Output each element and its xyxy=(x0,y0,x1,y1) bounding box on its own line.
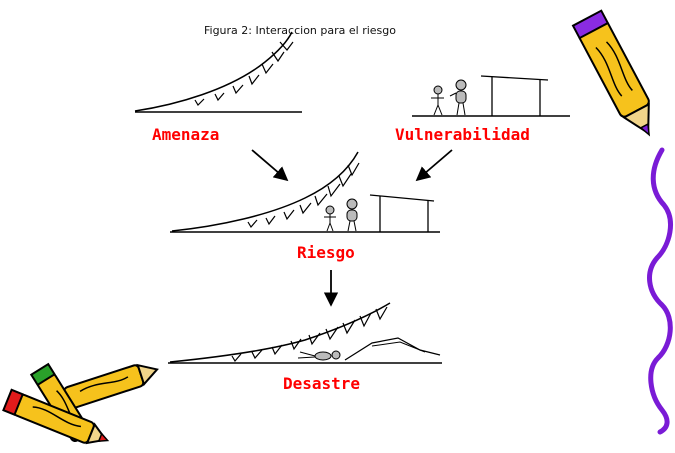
structure-icon xyxy=(369,194,435,232)
threat-wave-illustration xyxy=(134,31,302,113)
disaster-illustration xyxy=(168,302,442,364)
crayon-bundle-icon xyxy=(2,362,159,445)
person-icon xyxy=(431,85,444,116)
label-desastre: Desastre xyxy=(283,374,361,393)
wavy-border-icon xyxy=(647,147,673,435)
structure-icon xyxy=(480,75,549,116)
risk-illustration xyxy=(170,151,440,233)
arrow-vulnerability-to-risk xyxy=(415,149,453,182)
person-icon xyxy=(324,205,336,232)
figure-caption: Figura 2: Interaccion para el riesgo xyxy=(203,24,396,37)
label-amenaza: Amenaza xyxy=(152,125,220,144)
vulnerability-illustration xyxy=(412,75,570,117)
person-icon xyxy=(449,79,467,116)
yellow-crayon-icon xyxy=(571,9,651,137)
label-riesgo: Riesgo xyxy=(297,243,355,262)
arrow-threat-to-risk xyxy=(251,149,289,182)
label-vulnerabilidad: Vulnerabilidad xyxy=(395,125,530,144)
person-icon xyxy=(346,198,358,232)
